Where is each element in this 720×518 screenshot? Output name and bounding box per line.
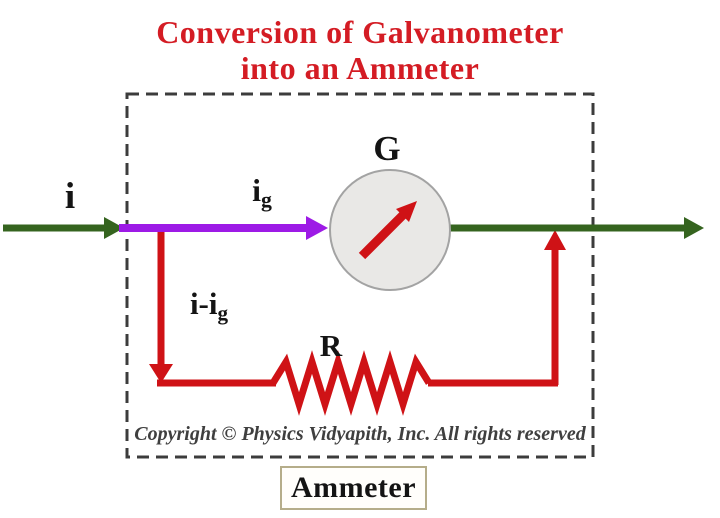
galvanometer-label: G	[373, 129, 401, 168]
galvanometer-current-subscript: g	[261, 188, 272, 213]
shunt-up-arrowhead	[544, 230, 566, 250]
shunt-current-base: i-i	[189, 286, 218, 321]
galvanometer-arrowhead	[306, 216, 328, 240]
title-line-1: Conversion of Galvanometer	[156, 14, 564, 50]
ammeter-boundary-rect	[125, 92, 595, 459]
resistor-zigzag	[270, 350, 432, 416]
input-arrowhead	[104, 217, 124, 239]
shunt-branch-wire	[149, 230, 566, 416]
needle-arrowhead	[396, 201, 417, 222]
ammeter-caption-box: Ammeter	[280, 466, 427, 510]
galvanometer-current-label: ig	[232, 172, 292, 211]
title-line-2: into an Ammeter	[240, 50, 480, 86]
copyright-text: Copyright © Physics Vidyapith, Inc. All …	[134, 423, 586, 445]
shunt-current-subscript: g	[217, 300, 229, 325]
resistance-label: R	[319, 328, 343, 363]
ammeter-caption-label: Ammeter	[290, 471, 417, 504]
shunt-down-arrowhead	[149, 364, 173, 383]
current-in-label: i	[64, 176, 76, 217]
galvanometer-current-base: i	[252, 172, 261, 208]
galvanometer-current-arrow	[119, 216, 328, 240]
output-arrowhead	[684, 217, 704, 239]
galvanometer-needle-arrow	[358, 201, 417, 260]
input-current-arrow	[3, 217, 124, 239]
output-current-arrow	[450, 217, 704, 239]
shunt-current-label: i-ig	[170, 286, 248, 323]
page-title: Conversion of Galvanometer into an Ammet…	[0, 14, 720, 86]
